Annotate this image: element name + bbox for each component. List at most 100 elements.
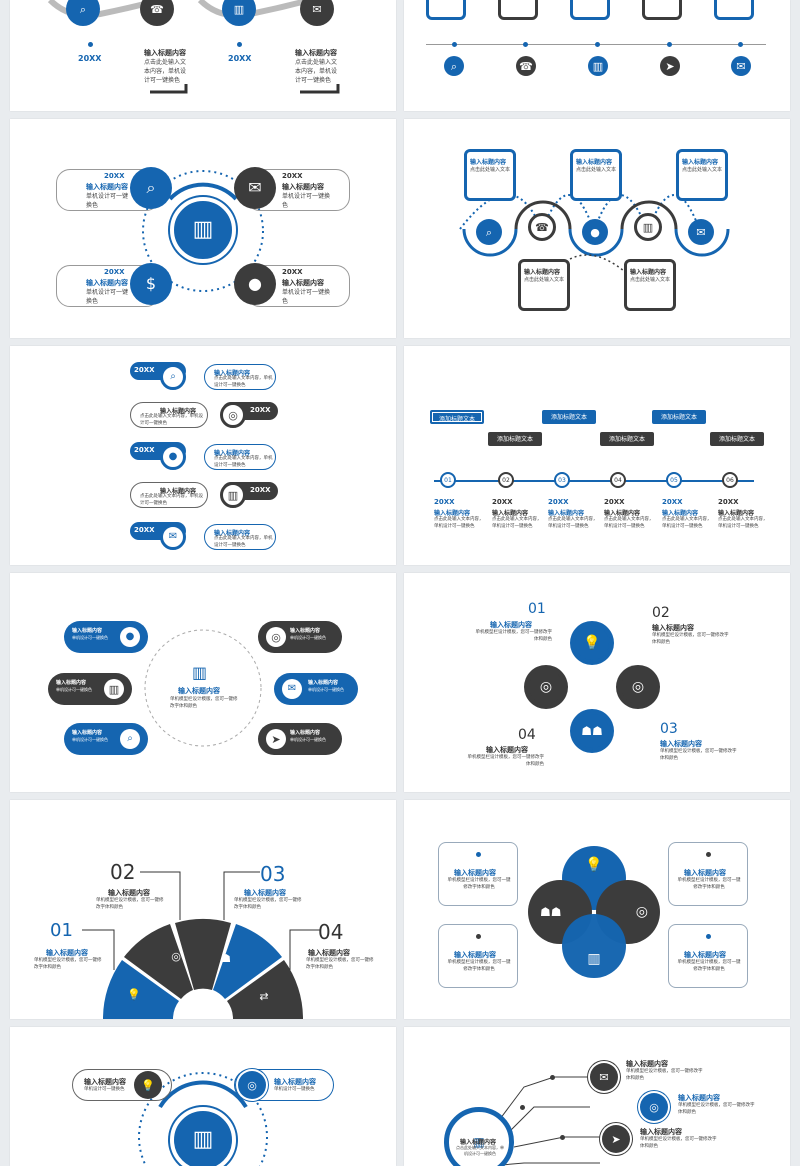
center-body: 单机模型栏设计模版，您可一键修改字体和颜色 <box>170 697 238 709</box>
chart-icon: ▥ <box>222 0 256 26</box>
step-number: 01 <box>50 920 73 941</box>
timeline-dot <box>237 42 242 47</box>
item-body: 单机模型栏设计模板，您可一键修改字体和颜色 <box>306 958 374 970</box>
item-title: 输入标题内容 <box>640 1128 682 1136</box>
year-label: 20XX <box>134 526 155 534</box>
item-title: 输入标题内容 <box>46 949 88 957</box>
item-body: 单机模型栏设计模板，您可一键修改字体和颜色 <box>475 630 553 642</box>
item-body: 单机模型栏设计模板，您可一键修改字体和颜色 <box>652 633 729 645</box>
target-icon: ◎ <box>640 1093 668 1121</box>
title-tag: 添加标题文本 <box>542 410 596 424</box>
item-body: 点击此处输入文本内容，单机设计可一键换色 <box>214 456 273 468</box>
target-icon: ◎ <box>238 1071 266 1099</box>
coins-icon: ◎ <box>220 402 246 428</box>
item-title: 输入标题内容 <box>86 279 128 287</box>
item-body: 点击此处输入文本内容，单机设计可一键换色 <box>604 517 654 529</box>
bubble-title: 输入标题内容 <box>290 730 321 736</box>
search-icon: ⌕ <box>130 167 172 209</box>
phone-icon: ☎ <box>516 56 536 76</box>
bubble-body: 单机设计可一键换色 <box>308 687 344 692</box>
item-body: 点击此处输入文本内容，单机设计可一键换色 <box>140 494 203 506</box>
item-body: 单机设计可一键换色 <box>282 193 331 209</box>
step-number: 02 <box>652 605 670 621</box>
item-title: 输入标题内容 <box>486 746 528 754</box>
step-number: 04 <box>518 727 536 743</box>
item-pill <box>72 1069 172 1101</box>
item-body: 单机模型栏设计模板，您可一键修改字体和颜色 <box>467 755 545 767</box>
year-label: 20XX <box>104 268 125 276</box>
search-icon: ⌕ <box>66 0 100 26</box>
hub-body: 点击此处输入文本内容，单机设计可一键换色 <box>456 1145 504 1156</box>
content-box <box>624 259 676 311</box>
step-number: 03 <box>260 862 286 886</box>
item-title: 输入标题内容 <box>454 869 496 877</box>
box-dot <box>706 934 711 939</box>
item-title: 输入标题内容 <box>652 624 694 632</box>
item-body: 单机模型栏设计模板，您可一键修改字体和颜色 <box>34 958 102 970</box>
timeline-dot <box>595 42 600 47</box>
slide-12: ✉ ◎ ➤ 输入标题内容 单机模型栏设计模板，您可一键修改字体和颜色 输入标题内… <box>404 1027 790 1166</box>
target-icon: ◎ <box>266 627 286 647</box>
content-box <box>464 149 516 201</box>
item-body: 点击此处输入文本 <box>470 167 511 173</box>
content-box <box>498 0 538 20</box>
chart-icon: ▥ <box>170 1107 236 1166</box>
item-body: 单机设计可一键换色 <box>86 289 129 305</box>
team-icon: ☗ <box>221 951 231 965</box>
item-body: 点击此处输入文本内容，单机设计可一键换色 <box>434 517 484 529</box>
item-body: 单机模型栏设计模板，您可一键修改字体和颜色 <box>447 960 511 972</box>
item-title: 输入标题内容 <box>660 740 702 748</box>
item-title: 输入标题内容 <box>492 510 529 517</box>
step-number: 06 <box>722 472 738 488</box>
slide-7: ● ▥ ⌕ ◎ ✉ ➤ 输入标题内容 单机设计可一键换色 输入标题内容 单机设计… <box>10 573 396 792</box>
item-title: 输入标题内容 <box>678 1094 720 1102</box>
item-title: 输入标题内容 <box>214 450 251 457</box>
slide-11: 💡 ◎ 输入标题内容 单机设计可一键换色 输入标题内容 单机设计可一键换色 ▥ <box>10 1027 396 1166</box>
center-title: 输入标题内容 <box>178 687 220 695</box>
mail-icon: ✉ <box>234 167 276 209</box>
item-body: 单机模型栏设计模板，您可一键修改字体和颜色 <box>626 1069 703 1081</box>
year-label: 20XX <box>548 498 569 506</box>
item-pill <box>130 482 208 508</box>
chart-icon: ▥ <box>104 679 124 699</box>
box-dot <box>476 852 481 857</box>
year-label: 20XX <box>282 268 303 276</box>
item-pill <box>204 364 276 390</box>
slide-6: 添加标题文本 添加标题文本 添加标题文本 添加标题文本 添加标题文本 添加标题文… <box>404 346 790 565</box>
phone-icon: ☎ <box>528 213 556 241</box>
year-label: 20XX <box>134 446 155 454</box>
slide-8: 💡 ◎ ◎ ☗☗ 01 输入标题内容 单机模型栏设计模板，您可一键修改字体和颜色… <box>404 573 790 792</box>
bulb-icon: 💡 <box>127 987 141 1001</box>
item-title: 输入标题内容 <box>684 869 726 877</box>
item-title: 输入标题内容 <box>630 269 667 276</box>
chart-icon: ▥ <box>562 914 626 978</box>
handshake-icon: ⇄ <box>259 989 269 1003</box>
item-body: 点击此处输入文本内容，单机设计可一键换色 <box>662 517 712 529</box>
send-icon: ➤ <box>266 729 286 749</box>
connector-dot <box>520 1105 525 1110</box>
slide-1: ⌕ ☎ ▥ ✉ 20XX 20XX 输入标题内容 点击此处输入文本内容，单机设计… <box>10 0 396 111</box>
search-icon: ⌕ <box>120 729 140 749</box>
content-box <box>570 149 622 201</box>
item-body: 单机设计可一键换色 <box>84 1087 125 1092</box>
bubble-title: 输入标题内容 <box>72 730 103 736</box>
bubble-title: 输入标题内容 <box>290 628 321 634</box>
target-icon: ◎ <box>616 665 660 709</box>
year-label: 20XX <box>282 172 303 180</box>
content-box <box>676 149 728 201</box>
item-body: 单机模型栏设计模板，您可一键修改字体和颜色 <box>678 1103 755 1115</box>
item-body: 单机模型栏设计模板，您可一键修改字体和颜色 <box>447 878 511 890</box>
connector-dot <box>560 1135 565 1140</box>
hub-circle: ▥ <box>444 1107 514 1166</box>
timeline-dot <box>452 42 457 47</box>
mail-icon: ✉ <box>590 1063 618 1091</box>
item-title: 输入标题内容 <box>214 530 251 537</box>
item-title: 输入标题内容 <box>282 279 324 287</box>
search-icon: ⌕ <box>160 364 186 390</box>
item-title: 输入标题内容 <box>86 183 128 191</box>
item-body: 单机设计可一键换色 <box>86 193 129 209</box>
item-title: 输入标题内容 <box>524 269 561 276</box>
chart-icon: ▥ <box>588 56 608 76</box>
target-icon: ◎ <box>524 665 568 709</box>
user-icon: ● <box>160 444 186 470</box>
